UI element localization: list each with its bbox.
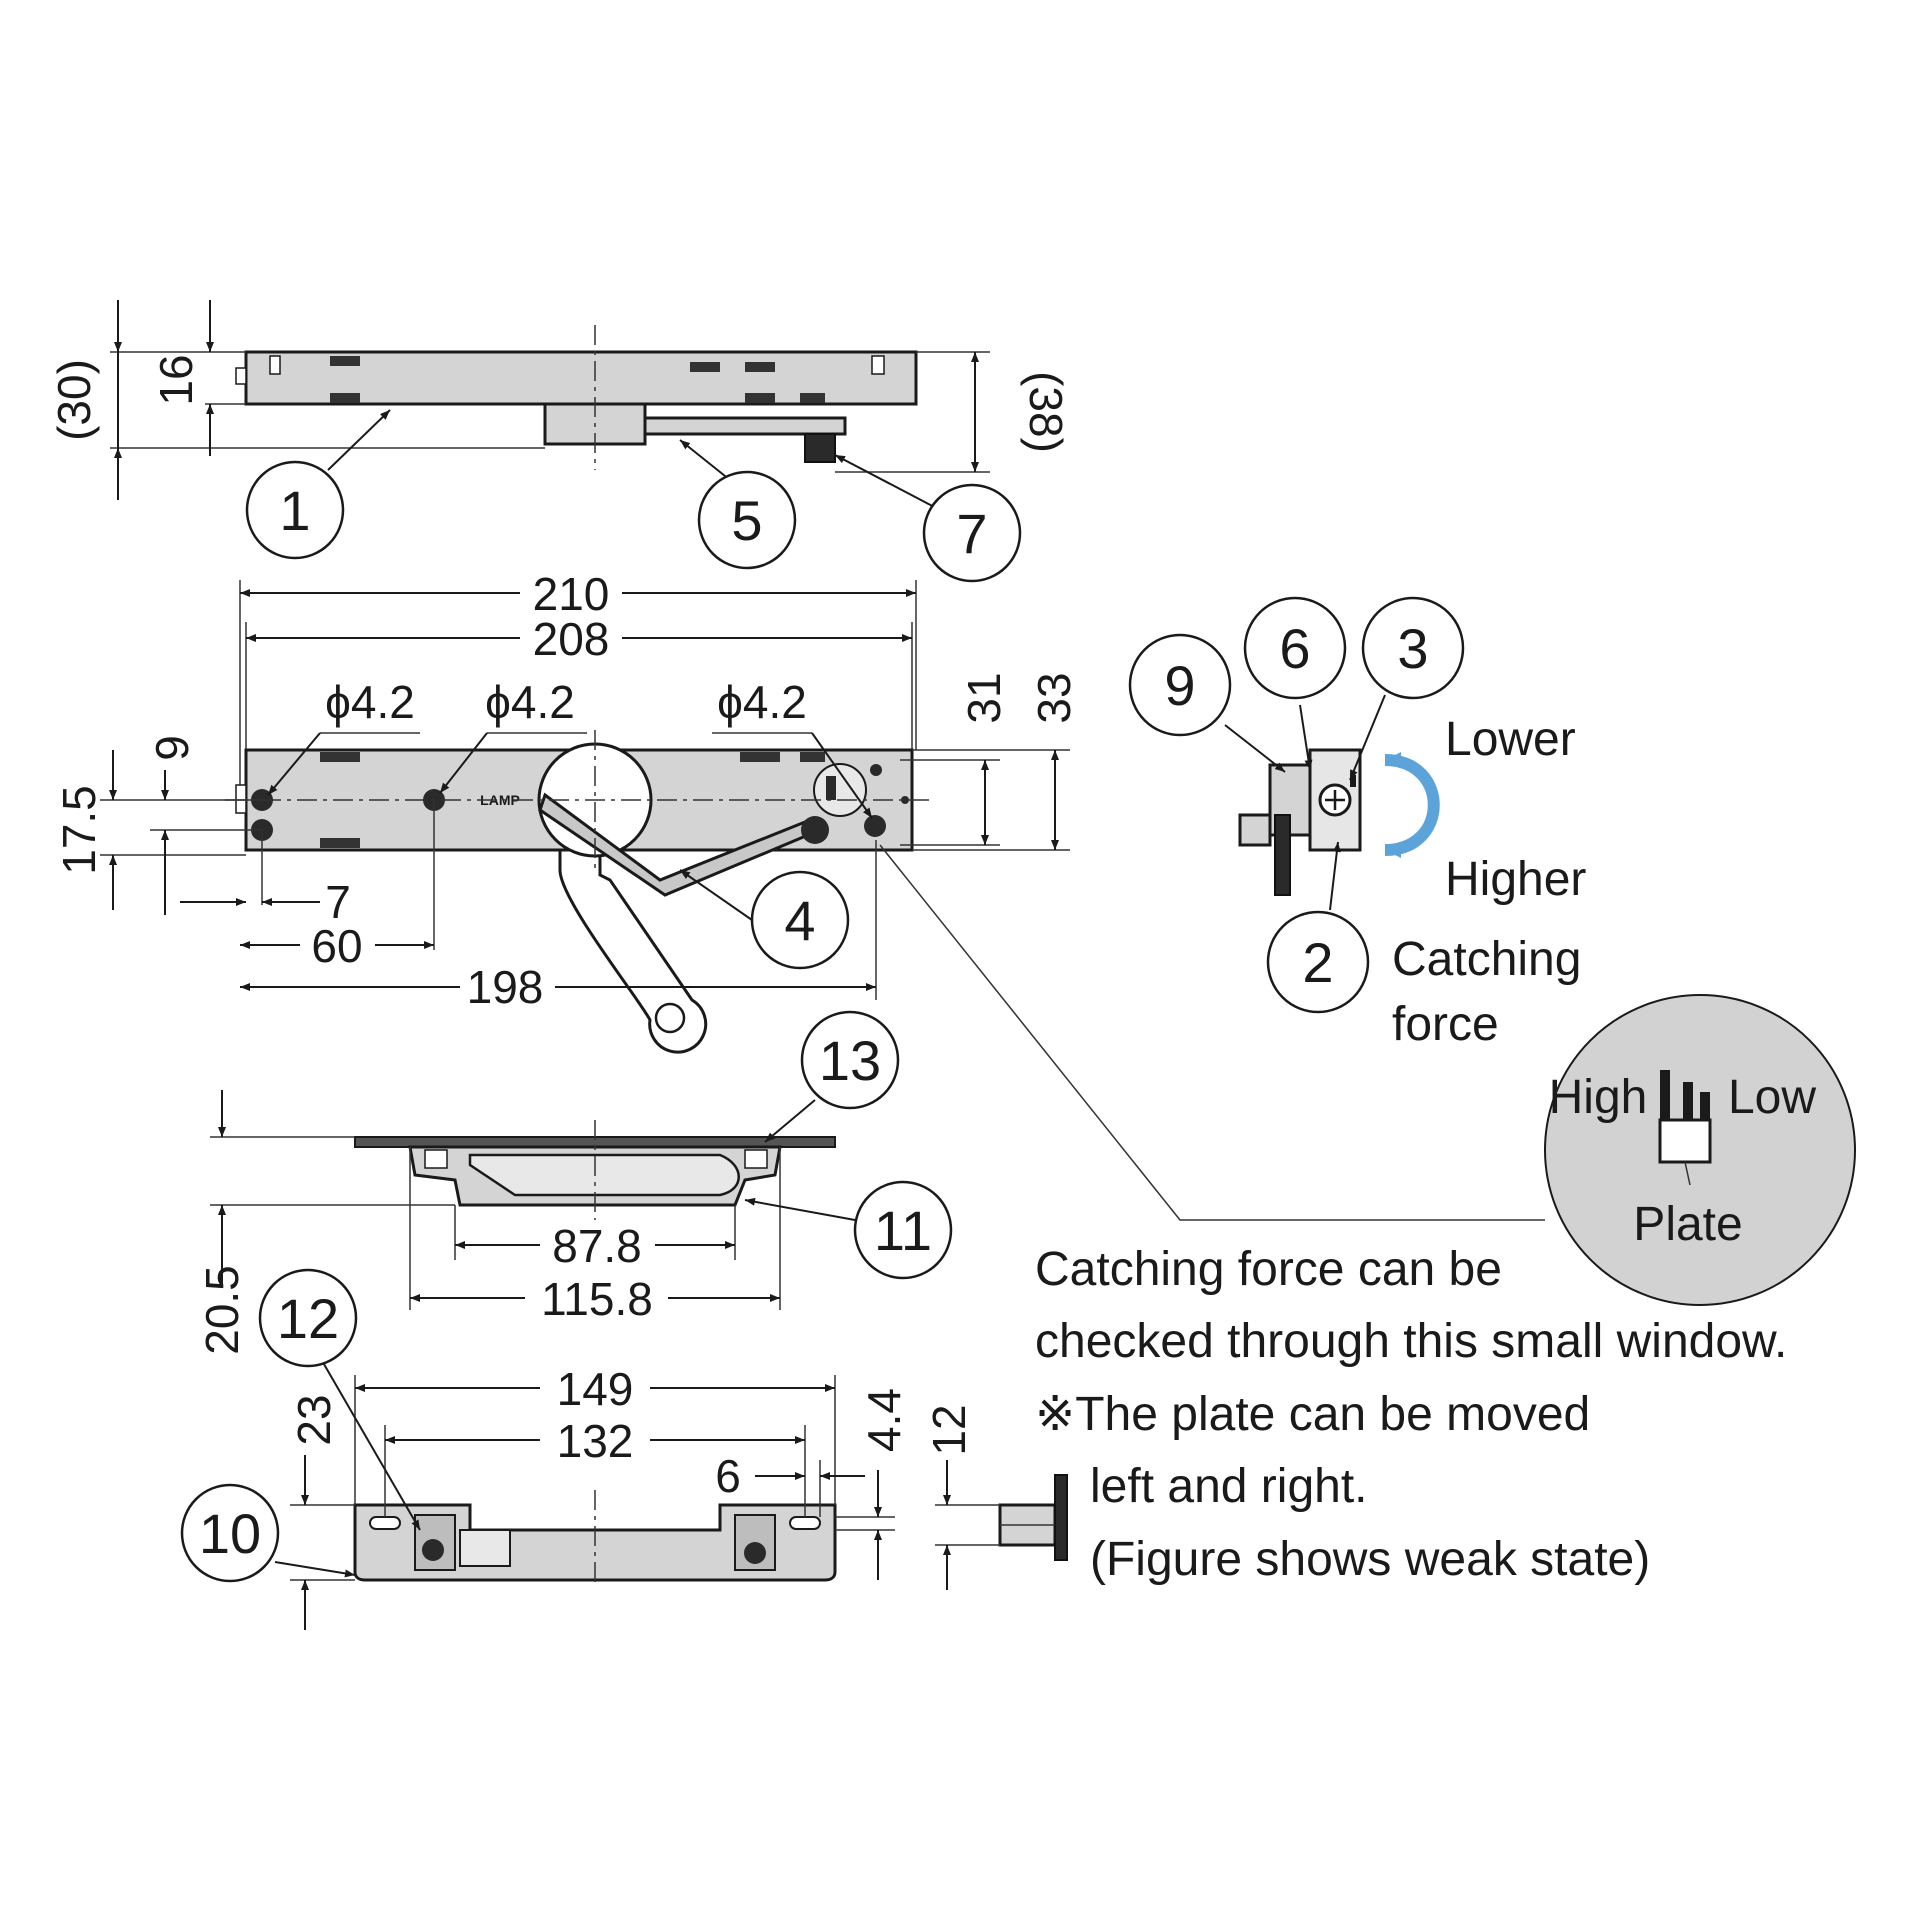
dim-7: 7 [325, 876, 351, 928]
note-line-3: ※The plate can be moved [1035, 1388, 1590, 1441]
dim-198: 198 [467, 961, 544, 1013]
bottom-view: 149 132 6 23 4.4 12 10 [180, 1268, 910, 1630]
part-bubble-7 [922, 483, 1022, 583]
dim-6: 6 [715, 1450, 741, 1502]
label-plate: Plate [1633, 1198, 1742, 1251]
note-line-4: left and right. [1090, 1460, 1368, 1513]
note-line-2: checked through this small window. [1035, 1315, 1787, 1368]
dim-20-5: 20.5 [196, 1265, 248, 1355]
dim-132: 132 [557, 1415, 634, 1467]
label-higher: Higher [1445, 853, 1586, 906]
dim-30: (30) [48, 359, 100, 441]
part-label-5: 5 [731, 489, 762, 552]
dim-17-5: 17.5 [53, 785, 105, 875]
strike-side-view: 12 [923, 1404, 1068, 1590]
side-view: (30) 16 (38) 1 5 7 [48, 300, 1072, 583]
part-label-3: 3 [1397, 617, 1428, 680]
dim-38: (38) [1020, 371, 1072, 453]
part-bubble-9 [1128, 633, 1232, 737]
part-label-7: 7 [956, 502, 987, 565]
part-label-2: 2 [1302, 931, 1333, 994]
dim-149: 149 [557, 1363, 634, 1415]
dim-23: 23 [288, 1394, 340, 1445]
dim-hole-a: ϕ4.2 [325, 676, 415, 728]
label-lower: Lower [1445, 713, 1576, 766]
window-plate [1658, 1118, 1712, 1164]
part-label-9: 9 [1164, 654, 1195, 717]
part-bubble-10 [180, 1483, 280, 1583]
dim-87-8: 87.8 [552, 1220, 642, 1272]
dim-9: 9 [146, 735, 198, 761]
adjust-rotation-arrow [1384, 752, 1440, 858]
dim-4-4: 4.4 [858, 1388, 910, 1452]
note-line-5: (Figure shows weak state) [1090, 1533, 1650, 1586]
dim-115-8: 115.8 [541, 1273, 653, 1325]
side-slots [235, 355, 885, 403]
dim-hole-b: ϕ4.2 [485, 676, 575, 728]
part-label-1: 1 [279, 479, 310, 542]
part-label-12: 12 [277, 1287, 339, 1350]
svg-text:LAMP: LAMP [480, 792, 520, 808]
dim-hole-c: ϕ4.2 [717, 676, 807, 728]
plan-view: 210 208 LAMP [53, 568, 1545, 1221]
part-bubble-12 [258, 1268, 358, 1368]
mount-hole-3 [864, 815, 886, 837]
label-low: Low [1728, 1071, 1816, 1124]
part-bubble-13 [800, 1010, 900, 1110]
part-label-10: 10 [199, 1502, 261, 1565]
part-label-11: 11 [874, 1199, 932, 1262]
part-bubble-4 [750, 870, 850, 970]
part-bubble-1 [245, 460, 345, 560]
part-bubble-2 [1266, 910, 1370, 1014]
note-line-1: Catching force can be [1035, 1243, 1502, 1296]
side-arm [643, 416, 847, 436]
window-detail: High Low Plate [1544, 994, 1856, 1306]
notes: Catching force can be checked through th… [1035, 1243, 1787, 1586]
dim-208: 208 [533, 613, 610, 665]
dim-33: 33 [1028, 672, 1080, 723]
adjustment-detail: Lower Higher Catching force 9 6 3 2 [1128, 596, 1586, 1051]
dim-12: 12 [923, 1404, 975, 1455]
side-catch [804, 433, 836, 463]
dim-210: 210 [533, 568, 610, 620]
part-bubble-3 [1361, 596, 1465, 700]
part-label-6: 6 [1279, 617, 1310, 680]
part-label-4: 4 [784, 889, 815, 952]
middle-view: 20.5 87.8 115.8 13 11 [196, 1010, 953, 1355]
label-force: force [1392, 998, 1499, 1051]
dim-31: 31 [958, 672, 1010, 723]
label-catching: Catching [1392, 933, 1581, 986]
part-bubble-6 [1243, 596, 1347, 700]
dim-60: 60 [311, 920, 362, 972]
part-bubble-11 [853, 1180, 953, 1280]
part-bubble-5 [697, 470, 797, 570]
label-high: High [1549, 1071, 1648, 1124]
dim-16: 16 [150, 354, 202, 405]
part-label-13: 13 [819, 1029, 881, 1092]
